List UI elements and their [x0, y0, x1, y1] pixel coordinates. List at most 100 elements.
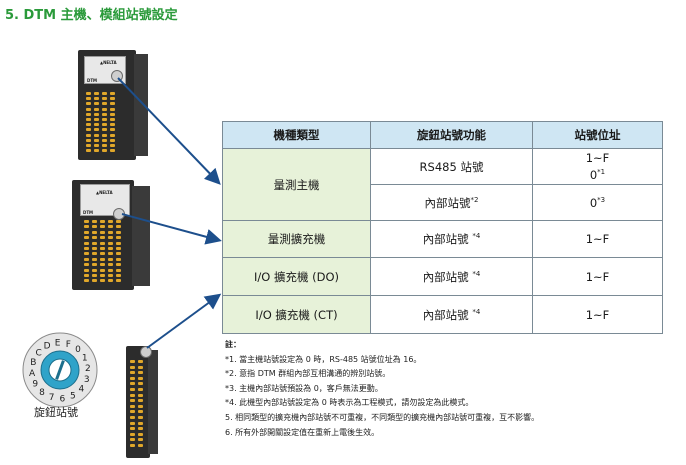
footnote-mark: *4	[472, 307, 481, 316]
terminal-pin	[110, 138, 115, 142]
terminal-pin	[100, 257, 105, 261]
terminal-pin	[100, 263, 105, 267]
terminal-pin	[84, 247, 89, 250]
note-item: *1. 當主機站號設定為 0 時，RS-485 站號位址為 16。	[225, 354, 422, 364]
terminal-pin	[100, 241, 105, 245]
terminal-pin	[94, 128, 99, 132]
terminal-pin	[86, 128, 91, 132]
terminal-pin	[86, 144, 91, 147]
dial-digit: 6	[60, 394, 66, 404]
terminal-pin	[100, 225, 105, 229]
terminal-pin	[108, 241, 113, 245]
terminal-pin	[84, 230, 89, 234]
terminal-pin	[138, 427, 143, 431]
terminal-pin	[84, 274, 89, 277]
terminal-pin	[100, 247, 105, 250]
terminal-pin	[130, 427, 135, 431]
terminal-pin	[130, 376, 135, 380]
address-value: 0	[589, 167, 598, 182]
function-cell: 內部站號*2	[370, 184, 533, 221]
function-cell: 內部站號 *4	[370, 295, 533, 334]
terminal-pin	[130, 404, 135, 408]
terminal-pin	[92, 225, 97, 229]
terminal-pin	[138, 444, 143, 447]
dial-digit: 5	[70, 391, 76, 401]
terminal-pin	[86, 107, 91, 111]
terminal-pin	[116, 268, 121, 272]
footnote-mark: *1	[597, 168, 606, 177]
terminal-pin	[102, 97, 107, 101]
address-cell: 1~F	[532, 257, 663, 296]
arrow-io-unit	[146, 293, 222, 349]
terminal-pin	[138, 393, 143, 397]
arrow-main-unit	[117, 77, 221, 185]
terminal-pin	[100, 268, 105, 272]
terminal-pin	[94, 123, 99, 127]
address-cell: 0*3	[532, 184, 663, 221]
terminal-pin	[102, 118, 107, 121]
table-row: I/O 擴充機 (DO) 內部站號 *4 1~F	[222, 257, 663, 296]
terminal-pin	[84, 263, 89, 267]
terminal-pin	[102, 144, 107, 147]
terminal-pin	[116, 230, 121, 234]
terminal-pin	[108, 220, 113, 223]
terminal-pin	[102, 133, 107, 137]
terminal-pin	[100, 252, 105, 256]
terminal-pin	[100, 274, 105, 277]
terminal-pin	[138, 421, 143, 425]
dial-digit: 1	[82, 354, 88, 364]
terminal-pin	[116, 247, 121, 250]
terminal-pin	[110, 102, 115, 106]
terminal-pin	[116, 252, 121, 256]
arrow-expansion-unit	[121, 213, 222, 245]
dial-digit: B	[30, 358, 36, 368]
terminal-pin	[86, 149, 91, 153]
dial-digit: 0	[75, 345, 81, 355]
footnote-mark: *2	[470, 195, 479, 204]
device-model: DTM	[87, 78, 98, 83]
dial-digit: 8	[39, 388, 45, 398]
dial-digit: E	[55, 339, 61, 349]
dial-digit: 3	[84, 375, 90, 385]
terminal-pin	[100, 279, 105, 283]
terminal-pin	[94, 133, 99, 137]
terminal-pin	[138, 399, 143, 403]
terminal-pin	[84, 279, 89, 283]
terminal-pin	[94, 102, 99, 106]
terminal-pin	[138, 416, 143, 419]
terminal-pin	[92, 220, 97, 223]
function-cell: 內部站號 *4	[370, 220, 533, 258]
terminal-pin	[130, 438, 135, 442]
terminal-pin	[116, 274, 121, 277]
terminal-pin	[108, 257, 113, 261]
terminal-pin	[92, 263, 97, 267]
terminal-pin	[86, 123, 91, 127]
terminal-pin	[108, 230, 113, 234]
terminal-pin	[110, 133, 115, 137]
terminal-pin	[110, 144, 115, 147]
note-item: 6. 所有外部開關設定值在重新上電後生效。	[225, 427, 380, 437]
terminal-pin	[130, 399, 135, 403]
terminal-pin	[94, 144, 99, 147]
footnote-mark: *4	[472, 232, 481, 241]
terminal-pin	[94, 138, 99, 142]
terminal-pin	[102, 107, 107, 111]
terminal-pin	[130, 393, 135, 397]
terminal-pin	[102, 112, 107, 116]
terminal-pin	[108, 236, 113, 240]
terminal-pin	[84, 257, 89, 261]
terminal-pin	[84, 268, 89, 272]
terminal-pin	[92, 241, 97, 245]
table-row: 量測擴充機 內部站號 *4 1~F	[222, 220, 663, 258]
type-cell: I/O 擴充機 (CT)	[222, 295, 371, 334]
terminal-pin	[86, 118, 91, 121]
footnote-mark: *3	[597, 195, 606, 204]
terminal-pin	[102, 138, 107, 142]
terminal-pin	[108, 274, 113, 277]
table-header: 機種類型	[222, 121, 371, 149]
terminal-pin	[138, 410, 143, 414]
dial-digit: 4	[79, 385, 85, 395]
address-cell: 1~F 0*1	[532, 148, 663, 185]
